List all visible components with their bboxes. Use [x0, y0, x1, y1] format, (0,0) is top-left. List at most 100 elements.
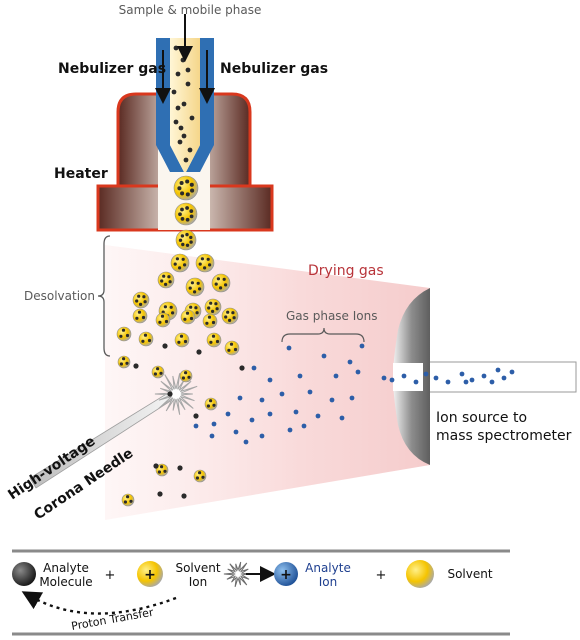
analyte-dot [157, 470, 161, 474]
analyte-dot [193, 290, 197, 294]
analyte-dot [169, 305, 173, 309]
gas-phase-ion [321, 353, 327, 359]
analyte-dot [214, 302, 218, 306]
sample-dot [189, 115, 195, 121]
analyte-dot [147, 338, 152, 343]
analyte-dot [139, 302, 143, 306]
analyte-dot [183, 339, 188, 344]
analyte-dot [232, 316, 236, 320]
analyte-dot [214, 282, 218, 286]
gas-phase-ion [301, 423, 307, 429]
analyte-dot [168, 280, 172, 284]
droplet [174, 332, 190, 348]
analyte-dot [209, 399, 213, 403]
drying-gas-region [105, 245, 430, 520]
gas-phase-ion [297, 373, 303, 379]
droplet [132, 308, 148, 324]
analyte-dot [207, 315, 212, 319]
analyte-dot [180, 234, 185, 238]
analyte-dot [137, 310, 142, 314]
legend-solvent-ion-1: Solvent [175, 561, 220, 575]
analyte-dot [137, 294, 141, 298]
gas-phase-ion [267, 377, 273, 383]
analyte-dot [219, 286, 223, 290]
analyte-dot [125, 333, 130, 338]
analyte-dot [198, 287, 202, 291]
desolvation-label: Desolvation [24, 289, 95, 303]
gas-phase-ions-label: Gas phase Ions [286, 309, 377, 323]
gas-phase-ion [463, 379, 469, 385]
analyte-dot [188, 286, 192, 290]
analyte-dot [201, 475, 205, 479]
gas-phase-ion [287, 427, 293, 433]
analyte-dot [173, 262, 177, 266]
gas-phase-ion [279, 391, 285, 397]
analyte-dot [181, 257, 185, 261]
analyte-dot [207, 306, 211, 310]
gas-phase-ion [381, 375, 387, 381]
sample-phase-label: Sample & mobile phase [119, 3, 262, 17]
analyte-dot [185, 179, 190, 184]
sample-dot [181, 133, 187, 139]
gas-phase-ion [237, 395, 243, 401]
analyte-dot [185, 192, 190, 197]
analyte-dot [211, 320, 216, 325]
analyte-dot [231, 311, 235, 315]
legend-solvent: Solvent [447, 567, 492, 581]
analyte-dot [121, 328, 126, 332]
analyte-dot [163, 469, 167, 473]
analyte-dot [198, 262, 202, 266]
droplet [185, 277, 205, 297]
analyte-molecule [181, 493, 187, 499]
droplet [155, 312, 171, 328]
sample-dot [173, 119, 179, 125]
gas-phase-ion [267, 411, 273, 417]
gas-phase-ion [481, 373, 487, 379]
analyte-dot [143, 333, 148, 337]
analyte-dot [189, 235, 193, 240]
sample-dot [173, 45, 179, 51]
droplet [138, 331, 154, 347]
analyte-dot [189, 305, 193, 309]
analyte-dot [206, 404, 210, 408]
gas-phase-ion [329, 397, 335, 403]
heater-label: Heater [54, 166, 108, 182]
analyte-dot [189, 214, 194, 219]
gas-phase-ion [259, 397, 265, 403]
sample-dot [185, 67, 191, 73]
analyte-dot [209, 340, 213, 344]
analyte-dot [180, 207, 184, 212]
analyte-dot [143, 300, 147, 304]
analyte-dot [212, 403, 216, 407]
analyte-dot [122, 357, 126, 361]
analyte-dot [228, 318, 232, 322]
analyte-molecule [133, 363, 139, 369]
analyte-dot [135, 316, 139, 320]
gas-phase-ion [233, 429, 239, 435]
proton-transfer-label: Proton Transfer [70, 606, 155, 633]
analyte-molecule [193, 413, 199, 419]
ion-source-inlet [393, 288, 577, 465]
analyte-dot [160, 465, 164, 469]
analyte-dot [194, 306, 198, 310]
droplet [202, 313, 218, 329]
analyte-dot [164, 319, 169, 324]
gas-phase-ion [286, 345, 292, 351]
analyte-dot [183, 317, 187, 321]
droplet [121, 493, 135, 507]
analyte-dot [179, 334, 184, 338]
analyte-dot [185, 217, 190, 222]
gas-phase-ion [251, 365, 257, 371]
droplet [180, 309, 196, 325]
analyte-dot [211, 334, 216, 338]
droplet [132, 291, 150, 309]
analyte-dot [156, 367, 160, 371]
analyte-dot [181, 242, 185, 247]
analyte-dot [177, 186, 182, 191]
analyte-dot [200, 257, 204, 261]
droplet [195, 253, 215, 273]
analyte-dot [142, 295, 146, 299]
legend-analyte-ion-2: Ion [319, 575, 338, 589]
analyte-molecule [196, 349, 202, 355]
analyte-dot [178, 238, 183, 242]
